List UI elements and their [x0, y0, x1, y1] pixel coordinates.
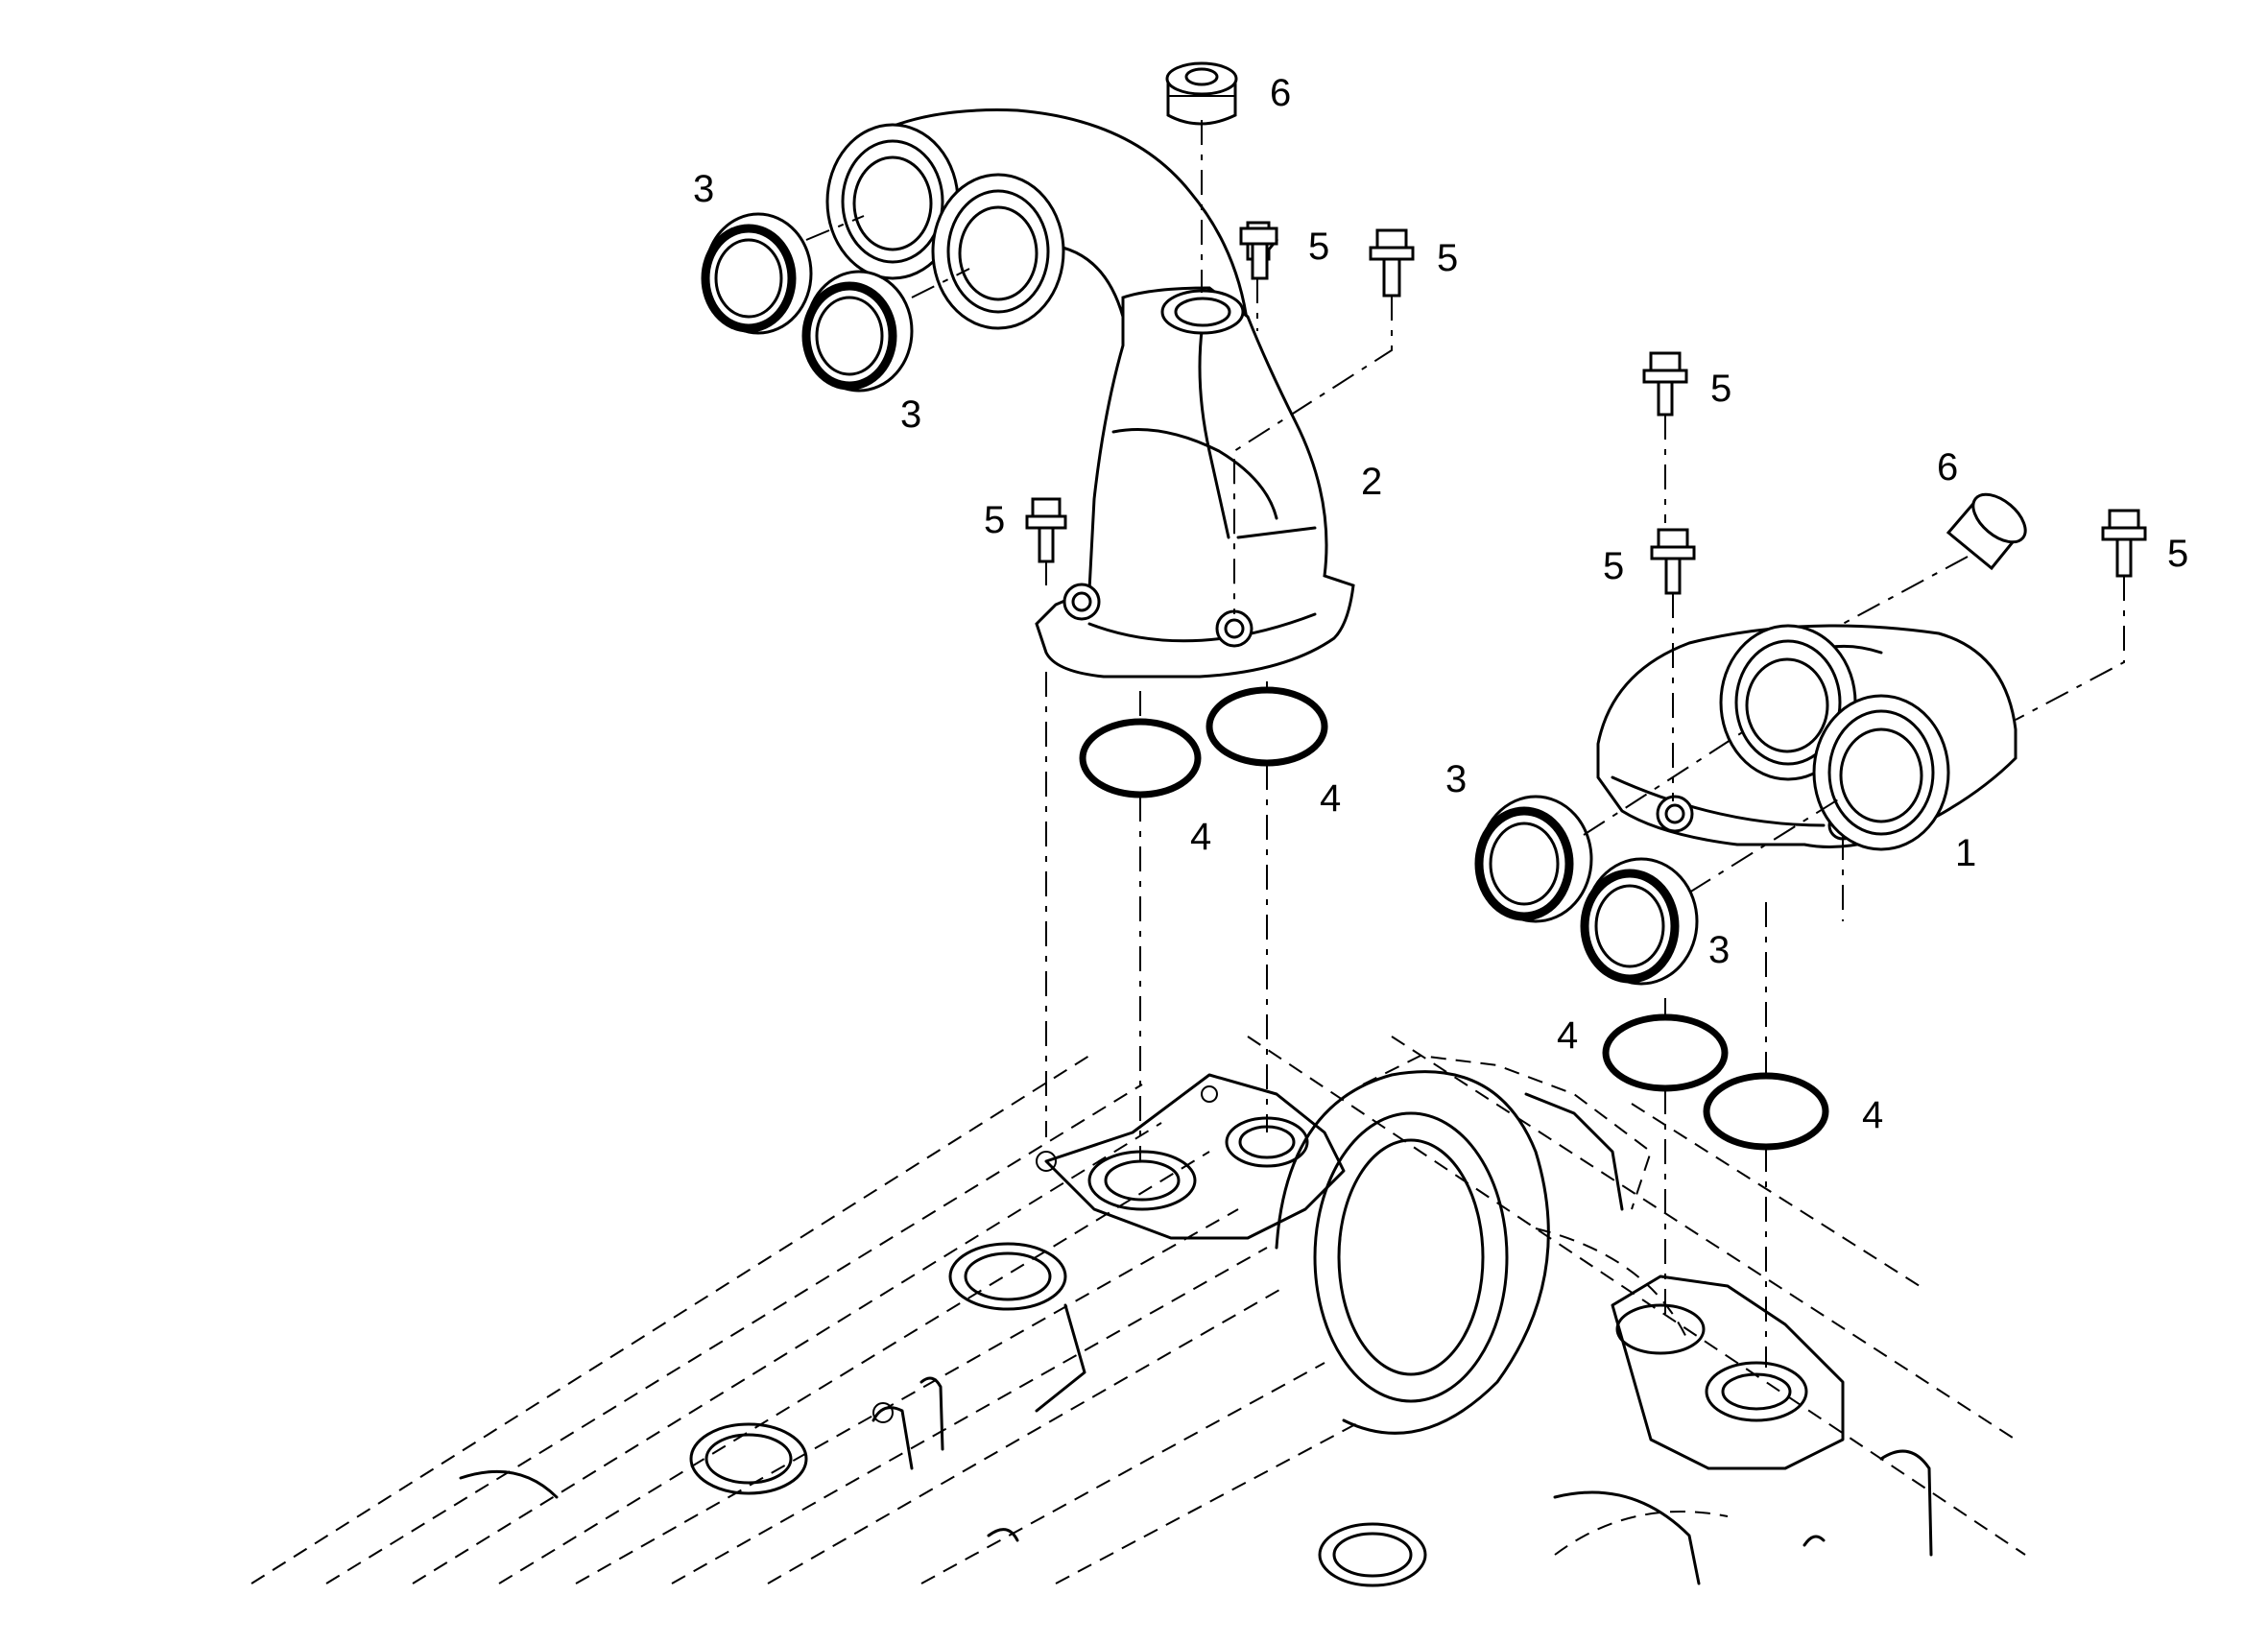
bolt — [1369, 228, 1415, 298]
bolt — [1642, 351, 1688, 417]
callout-right-seal-b: 3 — [1708, 929, 1730, 971]
upper-housing-group — [825, 108, 1355, 679]
callout-upper-plug: 6 — [1270, 72, 1291, 114]
bolt — [1650, 528, 1696, 595]
callout-right-bolt-a: 5 — [1710, 368, 1731, 410]
o-ring — [1079, 718, 1202, 798]
callout-upper-left-seal-b: 3 — [900, 393, 921, 436]
callouts: 3 3 6 5 5 2 5 4 4 5 5 6 5 3 3 1 4 4 — [693, 72, 2188, 1136]
callout-upper-left-seal-a: 3 — [693, 168, 714, 210]
o-ring — [1602, 1013, 1729, 1092]
seal-ring — [701, 212, 813, 335]
bolt — [1025, 497, 1067, 563]
seal-ring — [1474, 795, 1593, 923]
callout-right-bolt-b: 5 — [1603, 545, 1624, 587]
callout-right-bolt-c: 5 — [2167, 533, 2188, 575]
callout-upper-bolt-b: 5 — [1437, 237, 1458, 279]
o-ring — [1206, 686, 1328, 767]
seal-ring — [1580, 857, 1699, 986]
callout-right-oring-a: 4 — [1557, 1014, 1578, 1057]
callout-upper-oring-b: 4 — [1320, 777, 1341, 820]
callout-upper-bolt-a: 5 — [1308, 226, 1329, 268]
bolt — [2101, 509, 2147, 578]
callout-right-plug: 6 — [1937, 446, 1958, 488]
assembly-lines — [805, 120, 2125, 1368]
o-ring — [1703, 1072, 1829, 1151]
callout-right-oring-b: 4 — [1862, 1094, 1883, 1136]
engine-block — [251, 1036, 2026, 1587]
callout-right-seal-a: 3 — [1445, 758, 1467, 800]
right-housing-group — [1596, 624, 2017, 851]
callout-upper-bolt-c: 5 — [984, 499, 1005, 541]
callout-upper-oring-a: 4 — [1190, 816, 1211, 858]
bolt — [1239, 221, 1278, 280]
seal-ring — [801, 270, 914, 393]
threaded-plug — [1946, 492, 2027, 571]
callout-upper-housing: 2 — [1361, 461, 1382, 503]
threaded-plug — [1165, 61, 1238, 126]
callout-right-housing: 1 — [1955, 832, 1976, 874]
